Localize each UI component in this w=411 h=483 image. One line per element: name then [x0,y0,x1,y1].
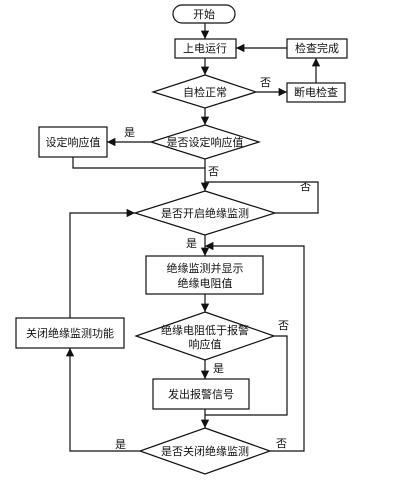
edge-open-no-loop [205,181,319,214]
start-label: 开始 [193,7,215,21]
edge-close-no-loop [205,241,305,452]
set-yes-label: 是 [124,126,135,139]
close-monitor-label: 关闭绝缘监测功能 [26,326,114,340]
open-yes-label: 是 [186,237,197,250]
set-response-label: 设定响应值 [46,135,101,149]
edge-closemonitor-open [69,208,135,318]
send-alarm-box [152,378,250,410]
resistance-below-line2: 响应值 [189,337,222,351]
close-yes-label: 是 [115,438,126,451]
is-close-monitor-decision [138,427,272,475]
edge-setresponse-merge [72,157,205,169]
close-no-label: 否 [276,437,287,450]
monitor-display-line1: 绝缘监测并显示 [167,261,244,275]
start-node [172,4,236,24]
power-on-label: 上电运行 [183,42,227,55]
open-no-label: 否 [300,180,311,193]
edge-below-no [205,335,288,416]
is-open-monitor-label: 是否开启绝缘监测 [161,206,249,220]
below-yes-label: 是 [213,362,224,375]
is-close-monitor-label: 是否关闭绝缘监测 [161,444,249,458]
is-set-response-label: 是否设定响应值 [167,135,244,149]
monitor-display-line2: 绝缘电阻值 [178,276,233,290]
break-check-label: 断电检查 [294,85,338,99]
below-no-label: 否 [278,319,289,332]
self-check-no-label: 否 [260,76,271,89]
send-alarm-label: 发出报警信号 [168,387,234,401]
resistance-below-line1: 绝缘电阻低于报警 [161,323,249,337]
edge-close-yes [65,348,140,452]
set-no-label: 否 [208,165,219,178]
self-check-label: 自检正常 [183,85,227,99]
check-done-label: 检查完成 [295,41,339,55]
